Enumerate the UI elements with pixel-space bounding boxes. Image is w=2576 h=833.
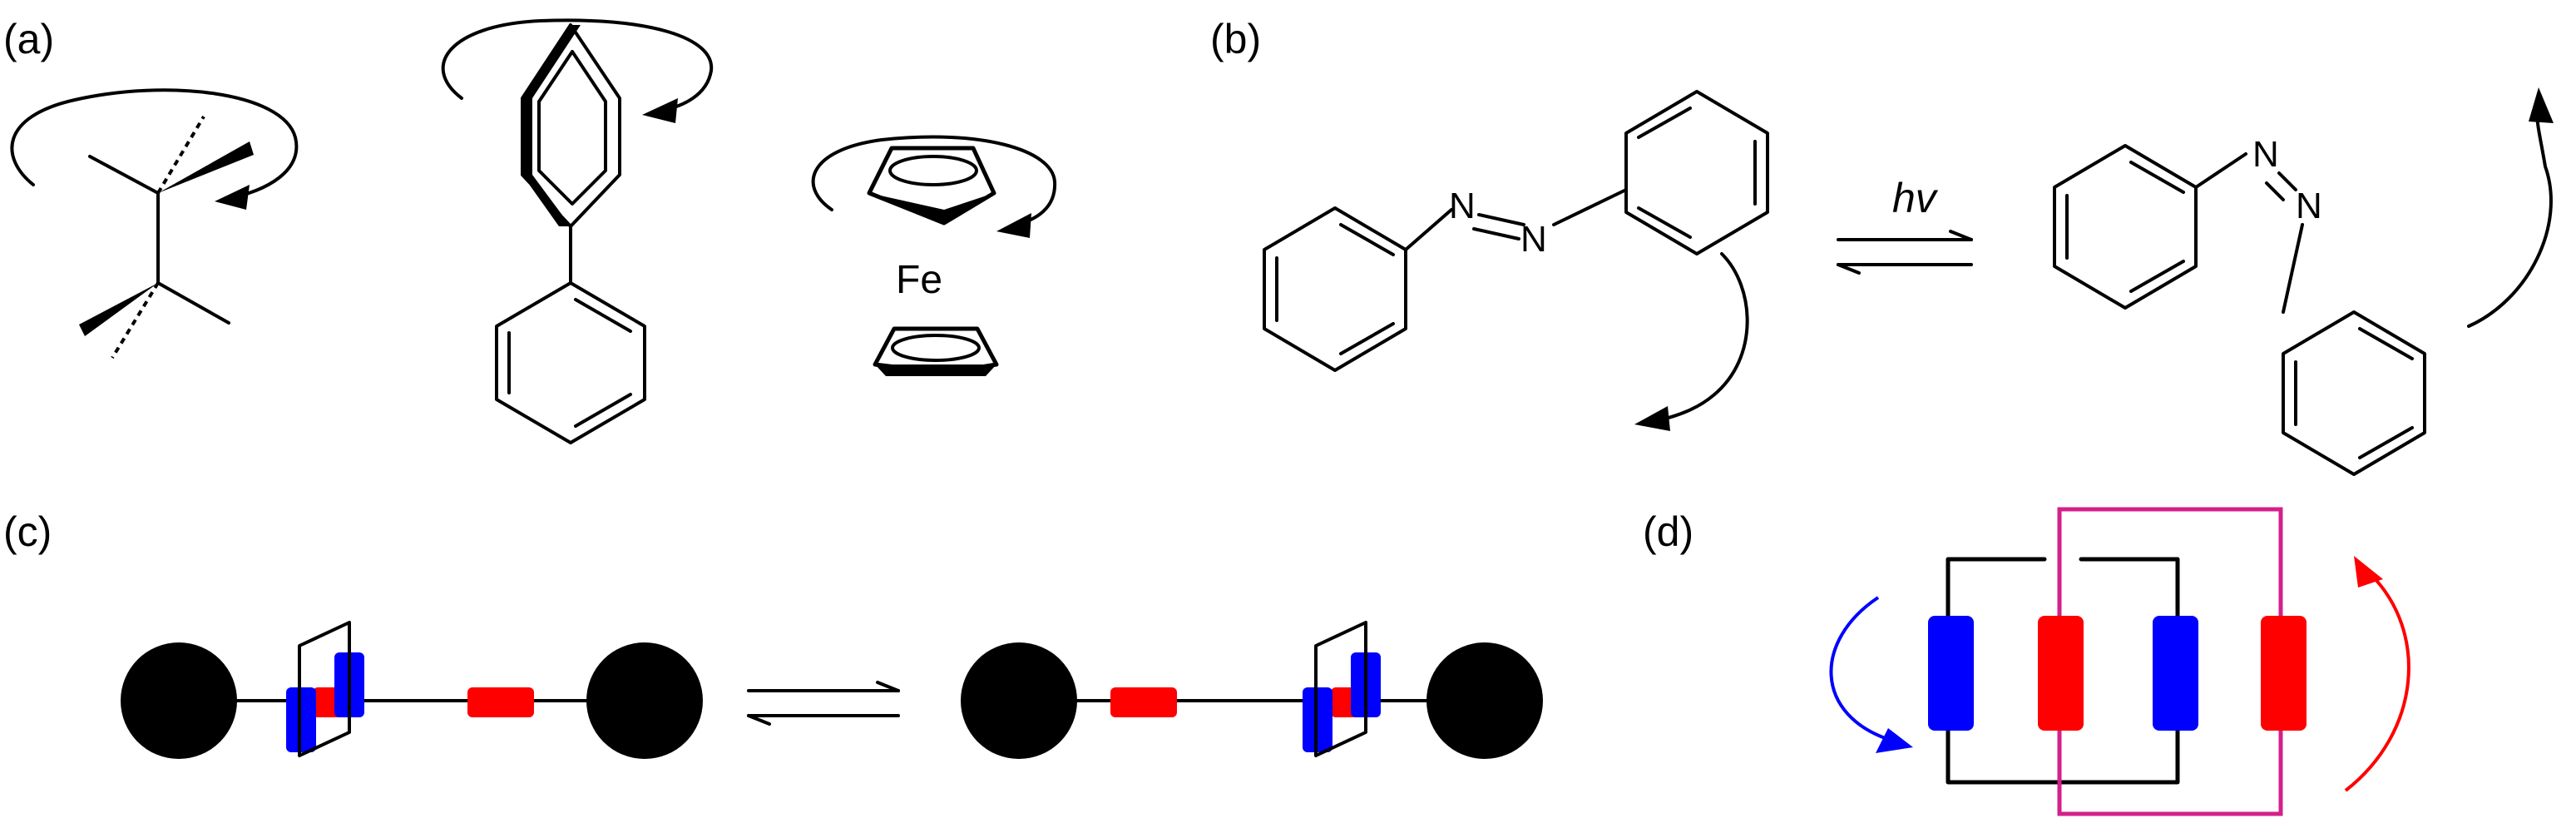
- panel-d-label: (d): [1643, 508, 1693, 555]
- hashed-bond: [111, 281, 160, 359]
- cp-wedge: [875, 364, 996, 376]
- macrocycle-ring: [298, 621, 351, 757]
- macrocycle-ring: [1314, 621, 1367, 757]
- rotation-arrowhead: [642, 98, 678, 123]
- red-rotation-arrowhead: [2354, 556, 2383, 588]
- ethane-rotor: [10, 88, 299, 359]
- panel-a-label: (a): [3, 16, 54, 62]
- stopper: [1426, 642, 1543, 759]
- photo-equilibrium: hv: [1837, 175, 1973, 275]
- blue-rotation-arrowhead: [1876, 728, 1913, 753]
- red-station: [2261, 616, 2307, 731]
- nitrogen-label: N: [2252, 134, 2279, 175]
- cp-wedge: [869, 193, 994, 223]
- rotation-arrow: [811, 135, 1057, 226]
- isomerization-arrow: [1658, 252, 1749, 422]
- wedge-bond: [79, 283, 158, 336]
- panel-a: (a): [3, 16, 1057, 444]
- nitrogen-label: N: [2296, 186, 2322, 226]
- light-label: hv: [1892, 175, 1939, 221]
- shuttling-equilibrium: [747, 681, 900, 726]
- trans-azobenzene: N N: [1263, 90, 1769, 431]
- nitrogen-label: N: [1449, 186, 1476, 226]
- stopper: [121, 642, 237, 759]
- rotaxane-left: [121, 621, 703, 759]
- red-station: [1110, 687, 1177, 717]
- rotation-arrowhead: [215, 185, 250, 210]
- nitrogen-label: N: [1520, 219, 1547, 260]
- rotation-arrowhead: [996, 213, 1031, 238]
- panel-b: (b) N N hv: [1210, 16, 2554, 476]
- rotation-arrow: [10, 88, 299, 200]
- wedge-bond: [158, 141, 254, 193]
- panel-d: (d): [1643, 507, 2410, 816]
- biphenyl-rotor: [441, 18, 714, 444]
- hashed-bond: [156, 115, 205, 195]
- red-station: [467, 687, 534, 717]
- blue-rotation-arrow: [1829, 596, 1893, 742]
- black-macrocycle: [1946, 557, 2180, 785]
- isomerization-arrowhead: [1634, 406, 1670, 431]
- stopper: [586, 642, 703, 759]
- blue-station: [1928, 616, 1974, 731]
- stopper: [961, 642, 1077, 759]
- panel-c: (c): [3, 508, 1543, 759]
- rotation-arrow: [441, 18, 714, 112]
- red-station: [2038, 616, 2084, 731]
- panel-c-label: (c): [3, 508, 52, 555]
- red-rotation-arrow: [2344, 573, 2410, 792]
- isomerization-arrowhead: [2529, 87, 2554, 123]
- isomerization-arrow: [2467, 111, 2553, 328]
- wedge-edge: [522, 25, 581, 98]
- iron-atom-label: Fe: [896, 258, 942, 302]
- panel-b-label: (b): [1210, 16, 1261, 62]
- wedge-edge: [522, 175, 571, 226]
- ferrocene: Fe: [811, 135, 1057, 376]
- blue-station: [2153, 616, 2198, 731]
- cis-azobenzene: N N: [2053, 87, 2554, 476]
- wedge-edge: [522, 98, 532, 175]
- rotaxane-right: [961, 621, 1543, 759]
